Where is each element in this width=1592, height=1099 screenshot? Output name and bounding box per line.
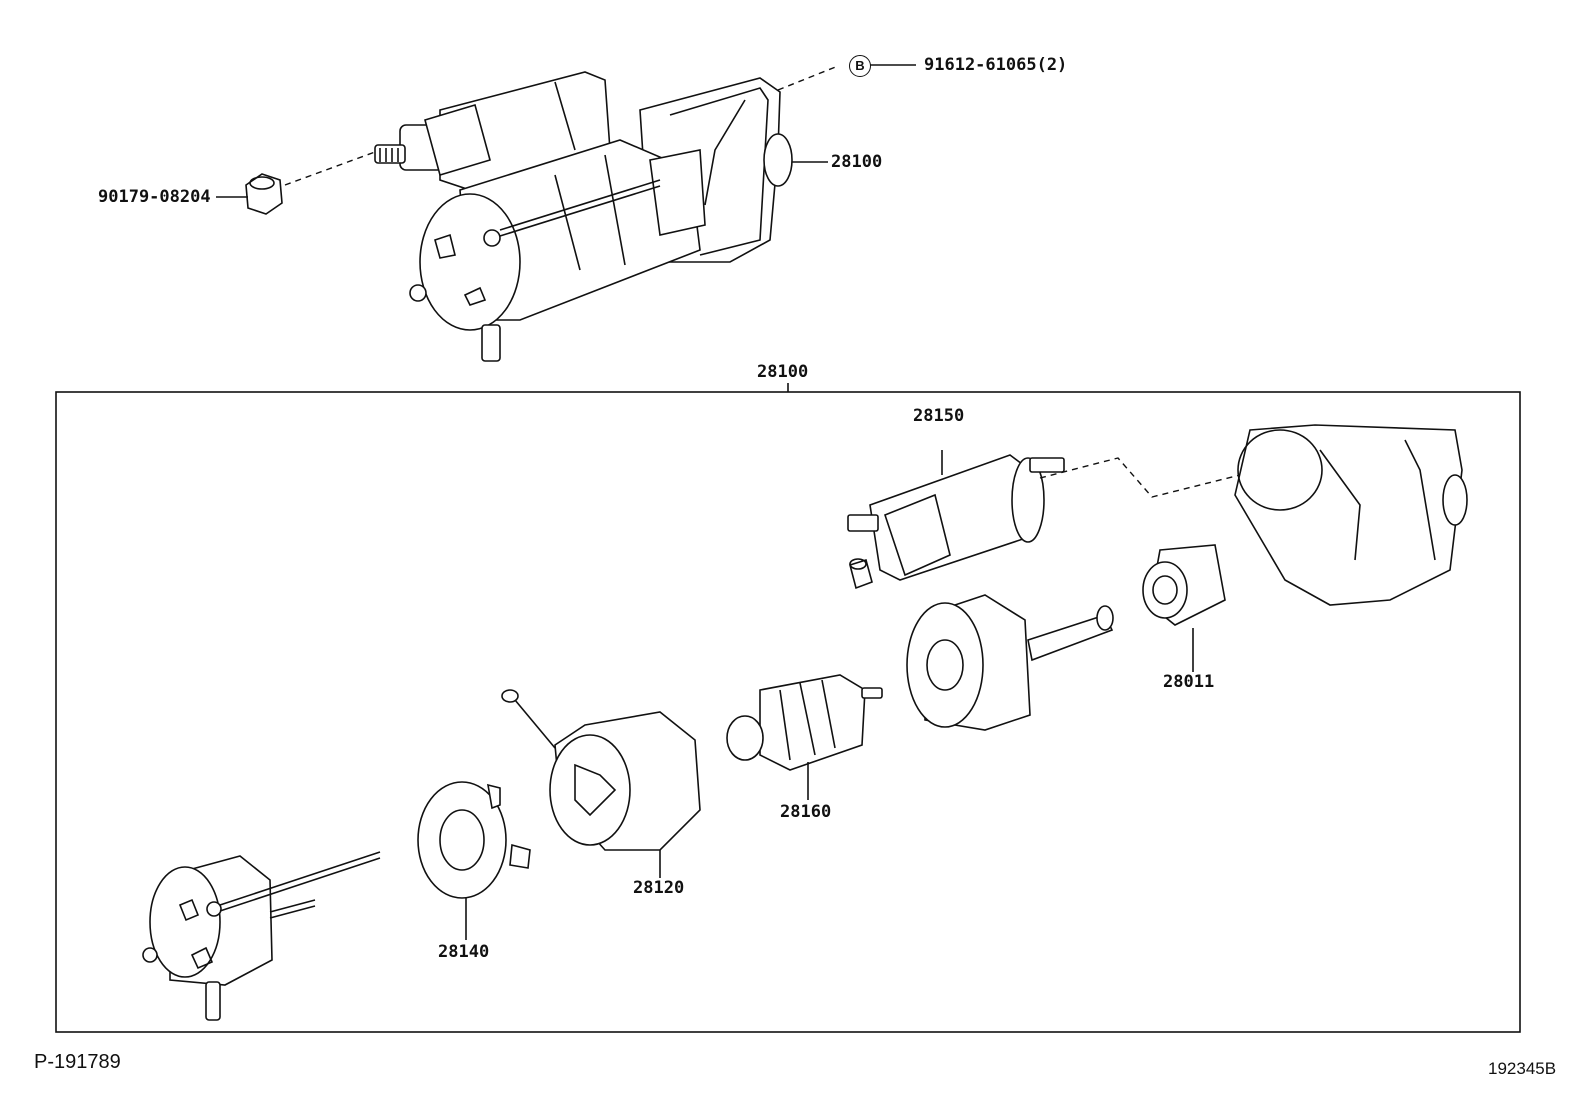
armature-shaft-drawing <box>906 594 1114 731</box>
nut-part-number-label: 90179-08204 <box>98 187 211 207</box>
footer-left-code: P-191789 <box>34 1051 121 1073</box>
commutator-end-frame-drawing <box>142 851 381 1021</box>
bolt-part-number-label: 91612-61065(2) <box>924 55 1068 75</box>
starter-part-number-label: 28100 <box>831 152 883 172</box>
assembly-part-number-label: 28100 <box>757 362 809 382</box>
armature-part-number-label: 28160 <box>780 802 832 822</box>
drive-housing-drawing <box>1234 424 1468 606</box>
clutch-pinion-part-number-label: 28011 <box>1163 672 1215 692</box>
brush-holder-drawing <box>417 781 531 940</box>
starter-assembly-drawing <box>216 64 916 362</box>
magnetic-switch-drawing <box>847 450 1241 590</box>
armature-drawing <box>726 674 883 800</box>
brush-holder-part-number-label: 28140 <box>438 942 490 962</box>
yoke-part-number-label: 28120 <box>633 878 685 898</box>
yoke-drawing <box>501 689 701 878</box>
bolt-marker-b: B <box>849 55 871 77</box>
footer-right-code: 192345B <box>1488 1059 1557 1078</box>
magnetic-switch-part-number-label: 28150 <box>913 406 965 426</box>
clutch-pinion-drawing <box>1142 544 1226 672</box>
